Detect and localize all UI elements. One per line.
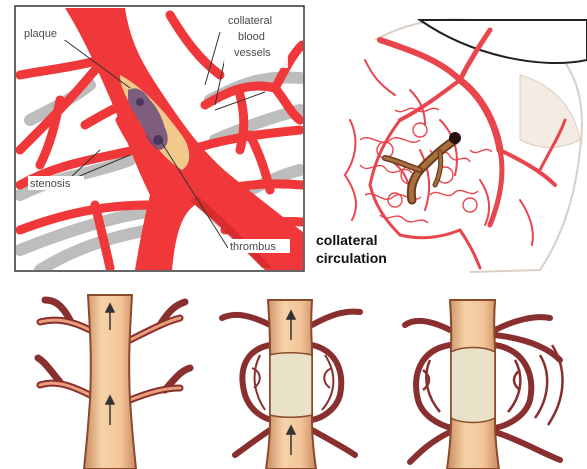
label-plaque: plaque [24, 28, 57, 40]
collateral-vessels-red [345, 30, 565, 268]
complete-plaque [451, 348, 495, 423]
label-collateral-3: vessels [234, 47, 271, 59]
partial-plaque [270, 353, 312, 418]
label-collateral-2: blood [238, 31, 265, 43]
stage-complete-occlusion [405, 300, 563, 469]
panel-stenosis-diagram: plaque collateral blood vessels stenosis… [15, 6, 304, 271]
occluded-vessel [385, 140, 455, 200]
occlusion-point [449, 132, 461, 144]
stage-partial-occlusion [222, 300, 360, 469]
panel-collateral-circulation: collateral circulation [316, 19, 587, 272]
caption-circulation: circulation [316, 250, 387, 266]
caption-collateral: collateral [316, 232, 377, 248]
stage-normal-vessel [38, 295, 190, 469]
label-thrombus: thrombus [230, 241, 276, 253]
label-stenosis: stenosis [30, 178, 71, 190]
label-collateral-1: collateral [228, 15, 272, 27]
